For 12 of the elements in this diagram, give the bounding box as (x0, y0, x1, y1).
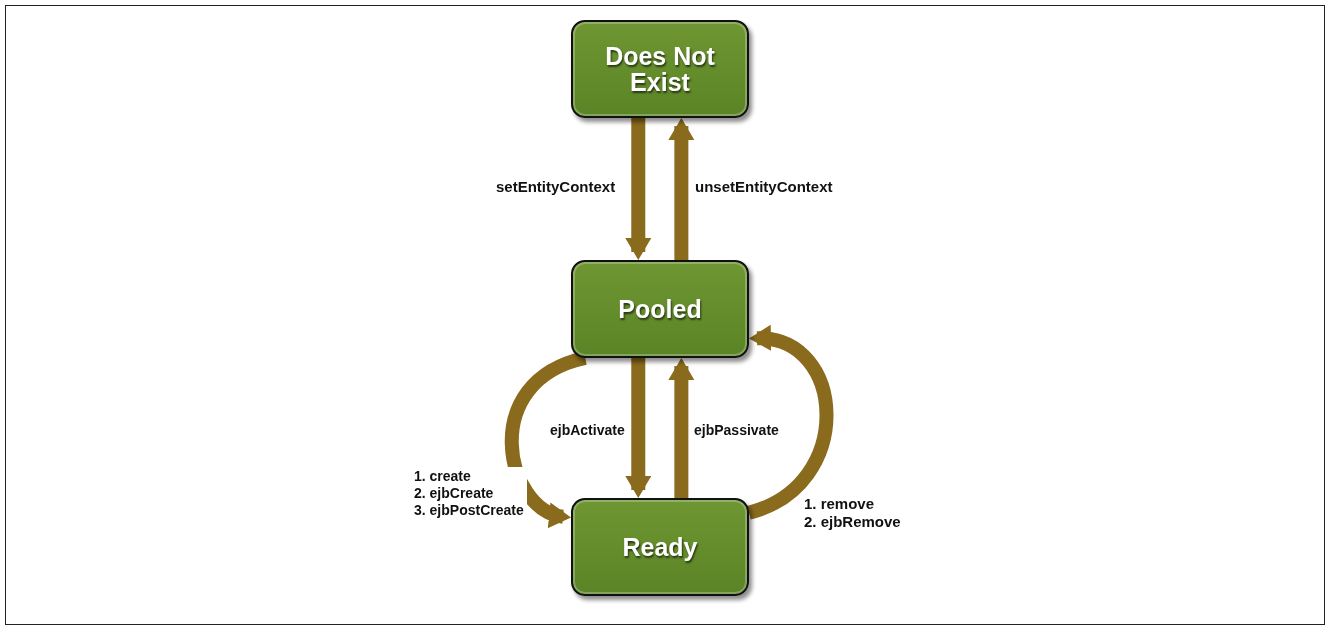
edge-label: ejbActivate (547, 421, 628, 440)
arrow (625, 358, 652, 498)
edge-label: 1. create 2. ejbCreate 3. ejbPostCreate (411, 467, 527, 520)
state-box: Pooled (571, 260, 749, 358)
arrow (746, 326, 834, 520)
arrow (504, 351, 588, 526)
arrow (668, 358, 695, 498)
edge-label: ejbPassivate (691, 421, 782, 440)
state-box: Does Not Exist (571, 20, 749, 118)
state-box: Ready (571, 498, 749, 596)
arrow (668, 118, 695, 260)
arrow (625, 118, 652, 260)
